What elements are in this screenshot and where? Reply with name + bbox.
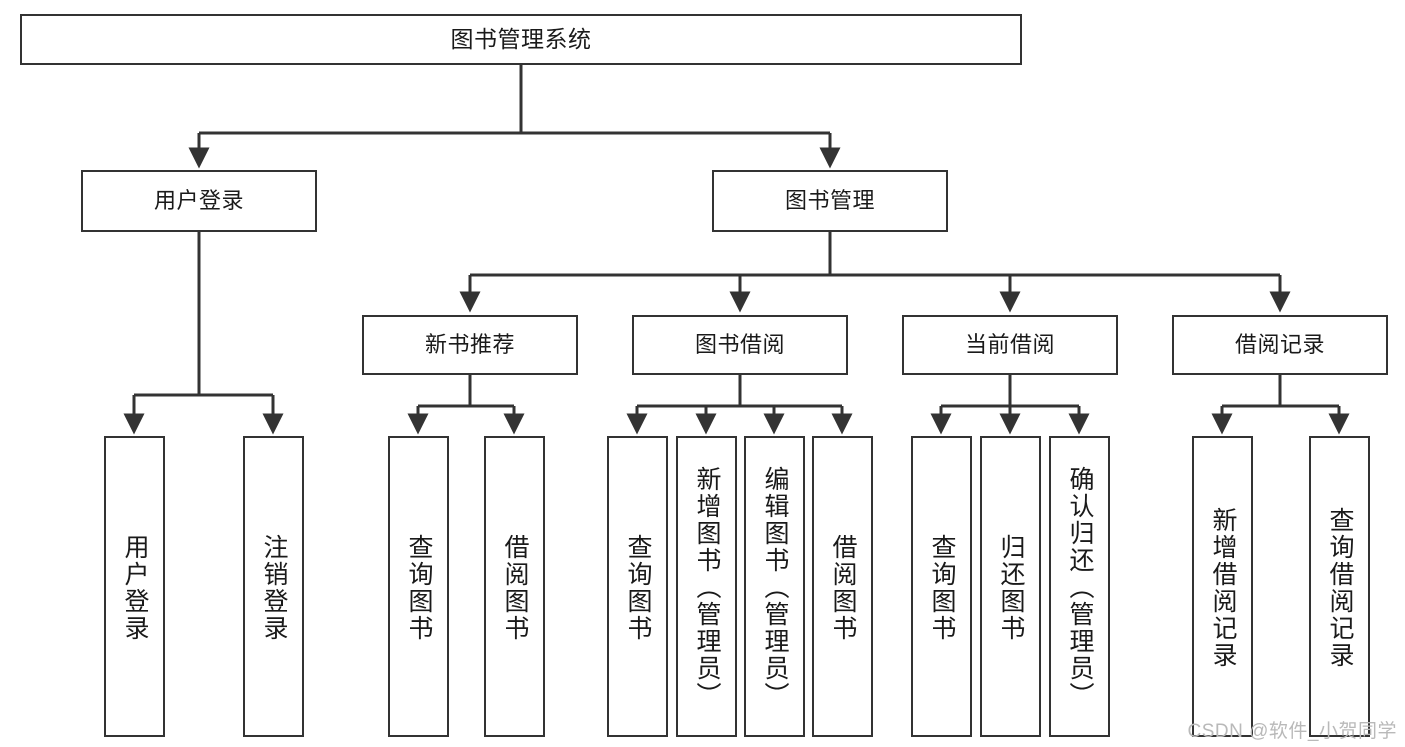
leaf-user-login[interactable]: 用户登录 — [104, 436, 165, 737]
node-label: 新增图书（管理员） — [693, 466, 721, 709]
csdn-watermark: CSDN @软件_小贺同学 — [1187, 721, 1397, 742]
node-root-system[interactable]: 图书管理系统 — [20, 14, 1022, 65]
node-new-book-recommend[interactable]: 新书推荐 — [362, 315, 578, 375]
node-book-management[interactable]: 图书管理 — [712, 170, 948, 232]
leaf-edit-book-admin[interactable]: 编辑图书（管理员） — [744, 436, 805, 737]
leaf-query-book-current[interactable]: 查询图书 — [911, 436, 972, 737]
leaf-user-logout[interactable]: 注销登录 — [243, 436, 304, 737]
node-book-borrow[interactable]: 图书借阅 — [632, 315, 848, 375]
node-label: 注销登录 — [260, 533, 288, 642]
node-label: 编辑图书（管理员） — [761, 466, 789, 709]
node-label: 查询图书 — [624, 533, 652, 642]
leaf-add-book-admin[interactable]: 新增图书（管理员） — [676, 436, 737, 737]
node-borrow-record[interactable]: 借阅记录 — [1172, 315, 1388, 375]
leaf-query-book-borrow[interactable]: 查询图书 — [607, 436, 668, 737]
node-label: 查询图书 — [928, 533, 956, 642]
leaf-query-book-recommend[interactable]: 查询图书 — [388, 436, 449, 737]
node-current-borrow[interactable]: 当前借阅 — [902, 315, 1118, 375]
leaf-return-book[interactable]: 归还图书 — [980, 436, 1041, 737]
node-label: 当前借阅 — [964, 332, 1055, 358]
node-label: 新书推荐 — [424, 332, 515, 358]
node-label: 借阅图书 — [829, 533, 857, 642]
node-label: 查询图书 — [405, 533, 433, 642]
node-label: 查询借阅记录 — [1326, 506, 1354, 669]
node-label: 确认归还（管理员） — [1066, 466, 1094, 709]
node-label: 图书管理系统 — [450, 26, 592, 53]
node-label: 新增借阅记录 — [1209, 506, 1237, 669]
node-label: 用户登录 — [121, 533, 149, 642]
leaf-borrow-book-recommend[interactable]: 借阅图书 — [484, 436, 545, 737]
node-user-login[interactable]: 用户登录 — [81, 170, 317, 232]
leaf-query-borrow-record[interactable]: 查询借阅记录 — [1309, 436, 1370, 737]
node-label: 归还图书 — [997, 533, 1025, 642]
node-label: 图书借阅 — [694, 332, 785, 358]
node-label: 用户登录 — [153, 188, 244, 214]
node-label: 借阅图书 — [501, 533, 529, 642]
leaf-borrow-book[interactable]: 借阅图书 — [812, 436, 873, 737]
node-label: 图书管理 — [784, 188, 875, 214]
leaf-confirm-return-admin[interactable]: 确认归还（管理员） — [1049, 436, 1110, 737]
leaf-add-borrow-record[interactable]: 新增借阅记录 — [1192, 436, 1253, 737]
node-label: 借阅记录 — [1234, 332, 1325, 358]
